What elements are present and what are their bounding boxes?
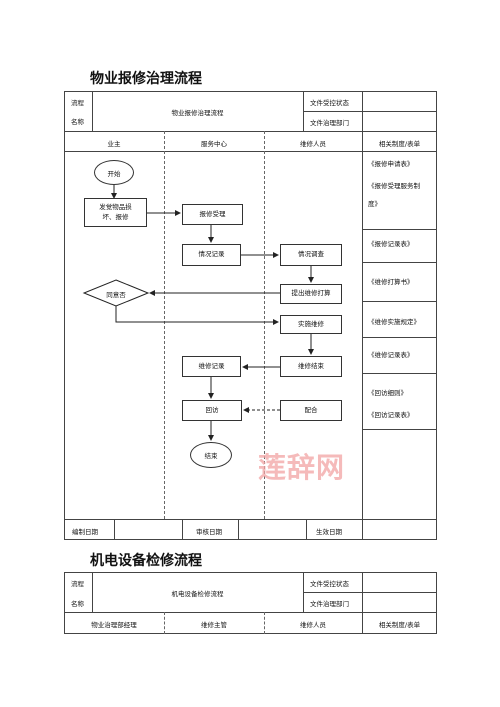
flowchart-table: [64, 91, 437, 540]
section2-table: [64, 572, 437, 634]
rules-row-line: [362, 301, 437, 302]
process-label: 流程: [71, 99, 84, 107]
section2-process-label: 流程: [71, 580, 84, 588]
process-name: 物业报修治理流程: [171, 109, 224, 117]
lane-header-repair-staff: 维修人员: [300, 140, 326, 148]
agree-label: 同意否: [106, 291, 126, 299]
section2-name-label: 名称: [71, 600, 84, 608]
rule-text: 《维修实施规定》: [368, 318, 420, 326]
section2-col-line: [303, 572, 304, 612]
rule-text: 《报修记录表》: [368, 240, 414, 248]
name-label: 名称: [71, 118, 84, 126]
rules-row-line: [362, 337, 437, 338]
file-dept-label: 文件治理部门: [310, 119, 349, 127]
section2-header-divider: [64, 612, 437, 613]
section2-lane-rules: 相关制度/表单: [378, 621, 421, 629]
header-col-line: [362, 91, 363, 131]
section2-lane-repair-staff: 维修人员: [300, 621, 326, 629]
record-node: 情况记录: [182, 244, 241, 266]
lane-header-service-center: 服务中心: [201, 140, 227, 148]
rule-text: 《维修打算书》: [368, 278, 414, 286]
rules-column-line: [362, 131, 363, 519]
header-sub-divider: [303, 111, 437, 112]
survey-node: 情况调查: [280, 244, 342, 266]
footer-col-line: [182, 519, 183, 540]
rule-text: 度》: [368, 200, 381, 208]
rules-row-line: [362, 429, 437, 430]
revisit-node: 回访: [182, 400, 242, 421]
lane-divider: [264, 131, 265, 519]
section2-file-dept-label: 文件治理部门: [310, 600, 349, 608]
section2-process-name: 机电设备检修流程: [171, 590, 224, 598]
decision-diamond: [82, 279, 150, 307]
prepare-date-label: 编制日期: [72, 528, 98, 536]
header-divider: [64, 131, 437, 132]
rules-row-line: [362, 262, 437, 263]
footer-col-line: [306, 519, 307, 540]
report-node-line1: 发觉物品损: [99, 202, 132, 211]
implement-node: 实施维修: [280, 315, 342, 334]
finish-node: 维修结束: [280, 356, 342, 377]
report-node-line2: 坏、报修: [102, 212, 129, 221]
section1-title: 物业报修治理流程: [90, 71, 202, 87]
effective-date-label: 生效日期: [316, 528, 342, 536]
section2-lane-manager: 物业治理部经理: [91, 621, 137, 629]
section2-col-line: [362, 572, 363, 634]
lane-header-owner: 业主: [107, 140, 121, 148]
rule-text: 《回访细则》: [368, 389, 407, 397]
section2-lane-divider: [264, 612, 265, 634]
section2-lane-divider: [164, 612, 165, 634]
rule-text: 《报修受理服务制: [368, 182, 420, 190]
file-status-label: 文件受控状态: [310, 99, 349, 107]
footer-col-line: [114, 519, 115, 540]
review-date-label: 审核日期: [196, 528, 222, 536]
header-col-line: [303, 91, 304, 131]
rule-text: 《维修记录表》: [368, 351, 414, 359]
rule-text: 《报修申请表》: [368, 160, 414, 168]
section2-col-line: [92, 572, 93, 612]
footer-col-line: [238, 519, 239, 540]
rule-text: 《回访记录表》: [368, 411, 414, 419]
section2-file-status-label: 文件受控状态: [310, 580, 349, 588]
report-node: 发觉物品损 坏、报修: [84, 198, 147, 227]
section2-title: 机电设备检修流程: [90, 553, 202, 569]
rules-row-line: [362, 229, 437, 230]
watermark: 莲辞网: [258, 451, 346, 484]
end-node: 结束: [190, 442, 232, 468]
lane-header-rules: 相关制度/表单: [378, 140, 421, 148]
header-col-line: [92, 91, 93, 131]
accept-node: 报修受理: [182, 204, 243, 225]
rules-row-line: [362, 373, 437, 374]
start-node: 开始: [94, 160, 134, 185]
footer-col-line: [362, 519, 363, 540]
lane-divider: [164, 131, 165, 519]
section2-lane-supervisor: 维修主管: [201, 621, 227, 629]
footer-divider: [64, 519, 437, 520]
cooperate-node: 配合: [280, 400, 342, 421]
quote-node: 提出维修打算: [280, 284, 342, 304]
section2-sub-divider: [303, 592, 437, 593]
lane-header-divider: [64, 151, 437, 152]
repair-record-node: 维修记录: [182, 356, 241, 377]
